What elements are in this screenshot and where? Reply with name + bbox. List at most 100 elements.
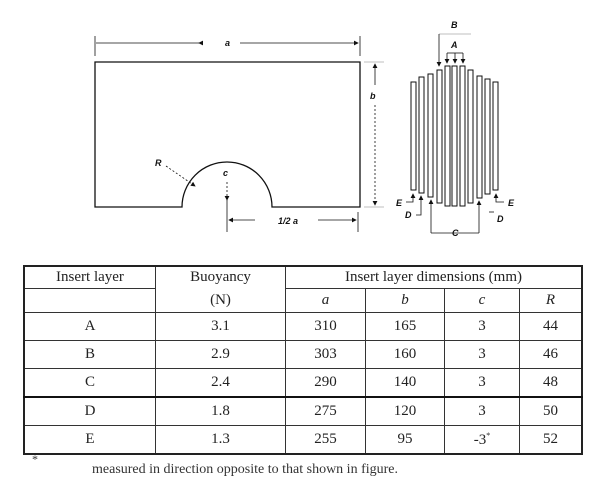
cell-value: 95 <box>397 431 413 447</box>
cell-value: 160 <box>393 346 417 362</box>
cell-value: 140 <box>393 374 417 390</box>
cell-R: 52 <box>519 425 583 455</box>
insert-strip <box>427 73 434 198</box>
cell-b: 165 <box>365 312 445 341</box>
header-insert-layer: Insert layer <box>23 265 156 289</box>
cell-value: -3 <box>473 431 487 448</box>
cell-value: 52 <box>543 431 558 447</box>
cell-c: 3 <box>444 368 520 398</box>
cell-value: 290 <box>314 374 337 390</box>
cell-value: 3 <box>478 346 486 362</box>
label-D-left: D <box>405 210 412 220</box>
insert-strip <box>451 65 458 207</box>
insert-diagram: a b R c 1/2 a B A C D D E E <box>94 20 515 238</box>
cell-value: E <box>85 431 95 447</box>
table-row: D 1.8 275 120 3 50 <box>23 396 583 426</box>
cell-layer: E <box>23 425 156 455</box>
insert-strip <box>484 78 491 195</box>
cell-buoyancy: 3.1 <box>155 312 286 341</box>
cell-a: 290 <box>285 368 366 398</box>
header-dimensions: Insert layer dimensions (mm) <box>285 265 583 289</box>
label-A: A <box>450 40 458 50</box>
cell-value: 1.8 <box>211 403 230 419</box>
cell-R: 44 <box>519 312 583 341</box>
insert-strip <box>444 65 451 207</box>
header-buoyancy: Buoyancy <box>155 265 286 289</box>
cell-value: 2.4 <box>211 374 230 390</box>
stack-annotations <box>406 33 504 234</box>
cell-value: A <box>84 318 96 334</box>
cell-b: 95 <box>365 425 445 455</box>
cell-value: 120 <box>393 403 417 419</box>
insert-layer-stack <box>410 65 499 207</box>
table-row: B 2.9 303 160 3 46 <box>23 340 583 369</box>
cell-a: 255 <box>285 425 366 455</box>
cell-layer: B <box>23 340 156 369</box>
insert-strip <box>476 75 483 199</box>
cell-c: 3 <box>444 396 520 426</box>
cell-value: 3 <box>478 374 486 390</box>
label-E-right: E <box>508 198 515 208</box>
label-half-a: 1/2 a <box>278 216 298 226</box>
label-D-right: D <box>497 214 504 224</box>
cell-value: 3 <box>478 318 486 334</box>
label-R: R <box>155 158 162 168</box>
cell-a: 303 <box>285 340 366 369</box>
cell-c: 3 <box>444 312 520 341</box>
cell-buoyancy: 2.9 <box>155 340 286 369</box>
insert-strip <box>459 65 466 207</box>
cell-b: 120 <box>365 396 445 426</box>
cell-R: 50 <box>519 396 583 426</box>
cell-value: 275 <box>314 403 337 419</box>
cell-value: 1.3 <box>211 431 230 447</box>
cell-value: 3 <box>478 403 486 419</box>
cell-a: 275 <box>285 396 366 426</box>
cell-buoyancy: 1.8 <box>155 396 286 426</box>
cell-value: D <box>84 403 96 419</box>
footnote: measured in direction opposite to that s… <box>92 462 398 477</box>
header-a: a <box>285 288 366 313</box>
cell-value: 303 <box>314 346 337 362</box>
cell-layer: A <box>23 312 156 341</box>
cell-value: 48 <box>543 374 558 390</box>
label-c: c <box>223 168 228 178</box>
table-row: A 3.1 310 165 3 44 <box>23 312 583 341</box>
cell-buoyancy: 2.4 <box>155 368 286 398</box>
cell-value: B <box>84 346 95 362</box>
insert-plan-view <box>94 36 384 232</box>
cell-value: 44 <box>543 318 558 334</box>
header-R: R <box>519 288 583 313</box>
cell-buoyancy: 1.3 <box>155 425 286 455</box>
cell-b: 140 <box>365 368 445 398</box>
header-blank <box>23 288 156 313</box>
insert-layer-table: Insert layer Buoyancy Insert layer dimen… <box>23 265 583 455</box>
label-b: b <box>370 91 376 101</box>
label-C: C <box>452 228 459 238</box>
cell-c: 3 <box>444 340 520 369</box>
insert-strip <box>418 76 425 194</box>
cell-value: 50 <box>543 403 558 419</box>
cell-value: C <box>84 374 95 390</box>
cell-layer: D <box>23 396 156 426</box>
cell-b: 160 <box>365 340 445 369</box>
label-E-left: E <box>396 198 403 208</box>
header-b: b <box>365 288 445 313</box>
cell-value: 3.1 <box>211 318 230 334</box>
cell-layer: C <box>23 368 156 398</box>
cell-a: 310 <box>285 312 366 341</box>
cell-value: 310 <box>314 318 337 334</box>
insert-strip <box>410 81 417 191</box>
cell-value: 2.9 <box>211 346 230 362</box>
header-buoyancy-unit: (N) <box>155 288 286 313</box>
cell-value: 255 <box>314 431 337 447</box>
insert-strip <box>436 69 443 204</box>
header-c: c <box>444 288 520 313</box>
cell-value: 165 <box>393 318 417 334</box>
insert-strip <box>467 69 474 204</box>
footnote-mark: * <box>32 452 38 466</box>
table-row: C 2.4 290 140 3 48 <box>23 368 583 398</box>
cell-value: 46 <box>543 346 558 362</box>
label-B: B <box>451 20 458 30</box>
